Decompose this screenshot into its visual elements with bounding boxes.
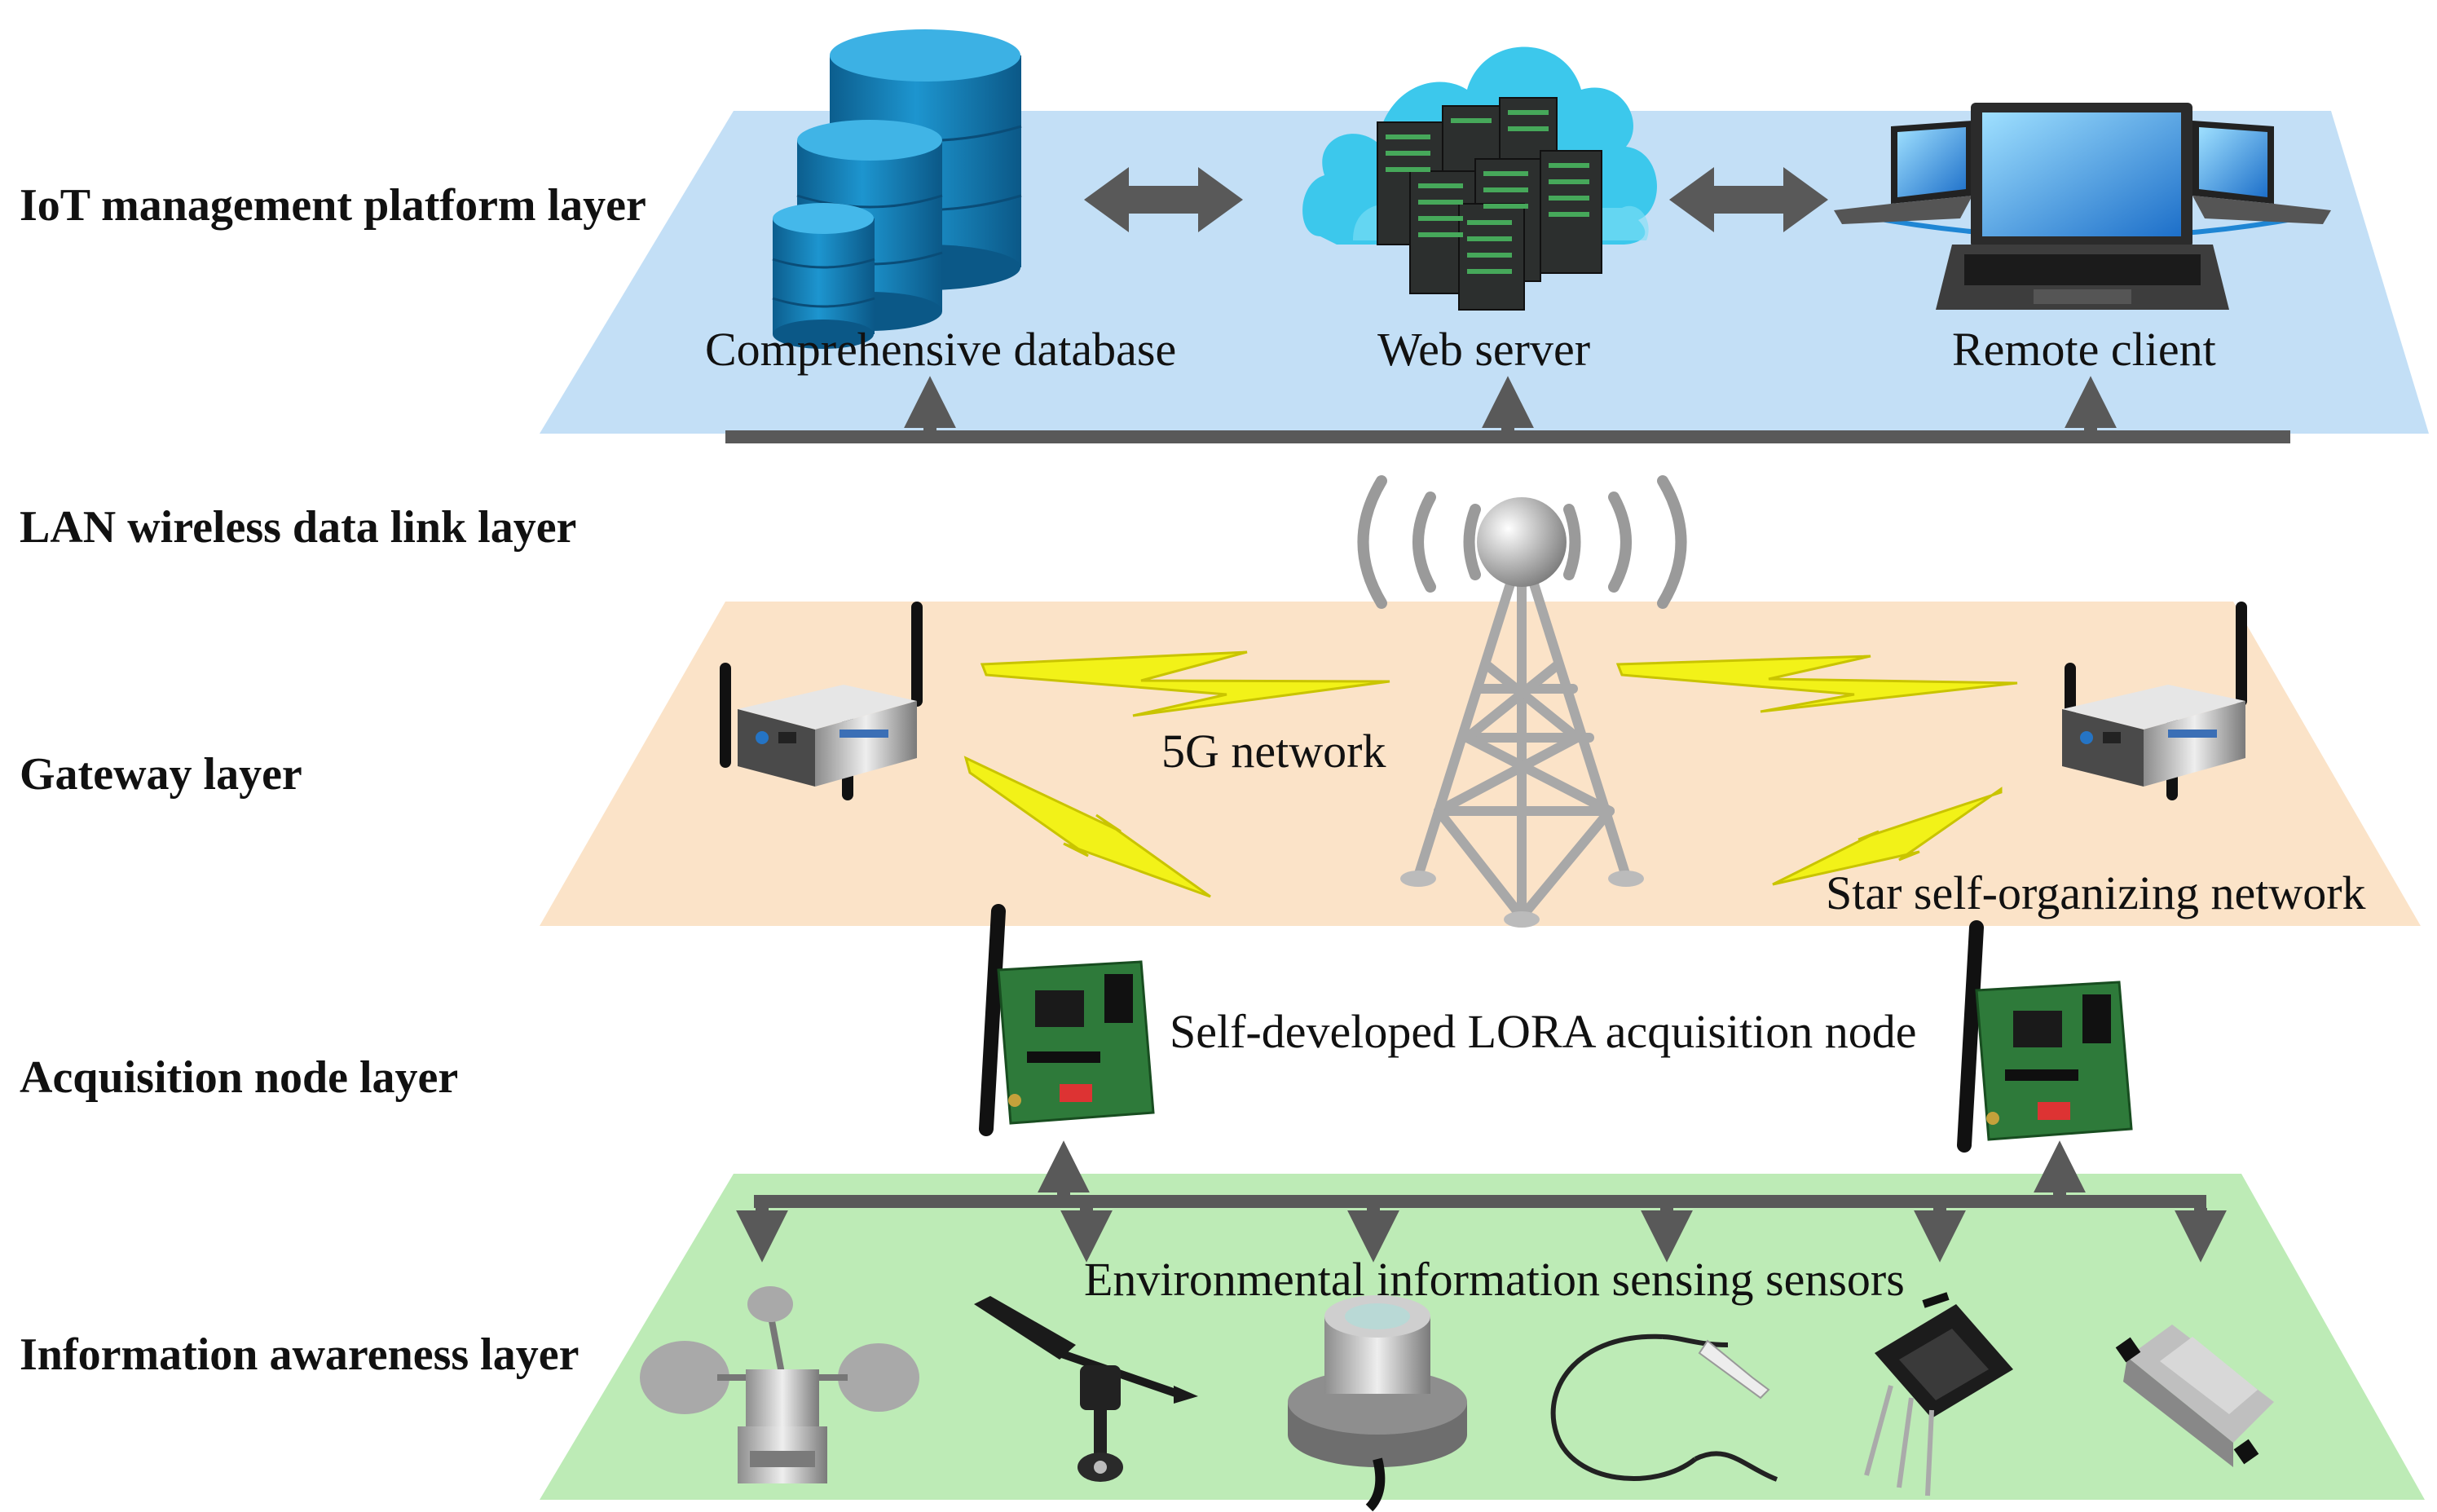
anemometer-icon xyxy=(640,1286,919,1483)
web-client-double-arrow xyxy=(1669,167,1828,232)
caption-star-network: Star self-organizing network xyxy=(1826,866,2366,919)
caption-lora-node: Self-developed LORA acquisition node xyxy=(1170,1005,1917,1058)
server-rack-icon xyxy=(1377,97,1602,311)
database-icon xyxy=(772,29,1022,349)
platform-bus xyxy=(725,376,2290,443)
lora-board-icon xyxy=(1957,920,2133,1153)
caption-remote-client: Remote client xyxy=(1952,323,2216,376)
co2-sensor-icon xyxy=(2115,1325,2274,1467)
caption-sensors: Environmental information sensing sensor… xyxy=(1084,1253,1905,1306)
lora-board-icon xyxy=(979,904,1155,1136)
soil-moisture-sensor-icon xyxy=(1864,1292,2013,1497)
light-sensor-icon xyxy=(1288,1295,1467,1512)
caption-database: Comprehensive database xyxy=(705,323,1177,376)
label-lan-link-layer: LAN wireless data link layer xyxy=(20,502,577,553)
label-iot-platform-layer: IoT management platform layer xyxy=(20,180,646,231)
db-web-double-arrow xyxy=(1084,167,1243,232)
lightning-icon xyxy=(963,650,2018,898)
sensor-bus xyxy=(736,1140,2227,1263)
gateway-router-icon xyxy=(720,602,923,800)
caption-web-server: Web server xyxy=(1377,323,1591,376)
label-gateway-layer: Gateway layer xyxy=(20,749,302,800)
cell-tower-icon xyxy=(1357,475,1687,928)
wind-vane-icon xyxy=(974,1296,1198,1482)
temperature-probe-icon xyxy=(1550,1333,1778,1482)
laptop-icon xyxy=(1834,103,2331,310)
label-acquisition-layer: Acquisition node layer xyxy=(20,1052,459,1103)
gateway-router-icon xyxy=(2062,602,2247,800)
caption-5g-network: 5G network xyxy=(1161,725,1386,778)
label-awareness-layer: Information awareness layer xyxy=(20,1329,580,1380)
